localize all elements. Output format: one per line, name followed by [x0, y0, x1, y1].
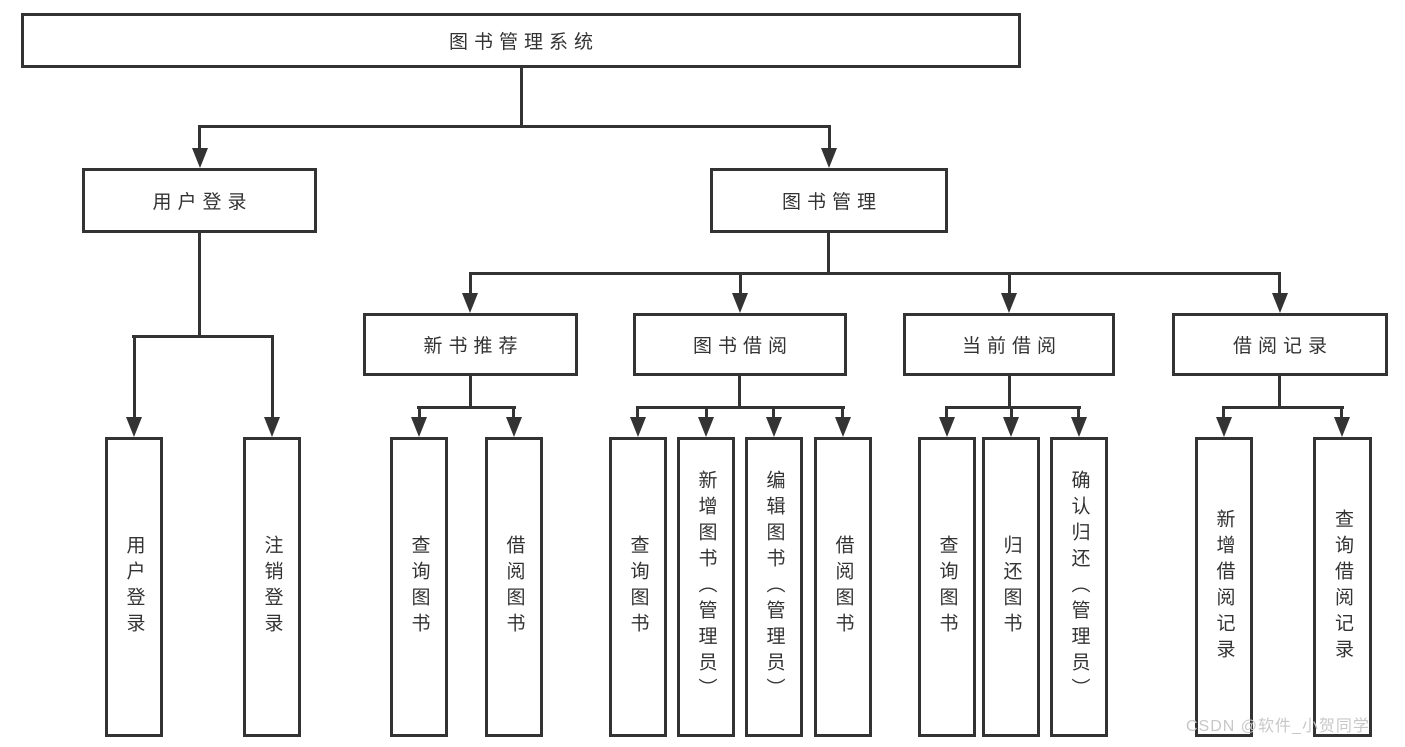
- arrowhead-icon: [821, 148, 837, 168]
- connector-line: [739, 272, 742, 297]
- arrowhead-icon: [192, 148, 208, 168]
- leaf-label: 借阅图书: [832, 535, 854, 639]
- arrowhead-icon: [1334, 417, 1350, 437]
- node-leaf-edit-books-admin: 编辑图书（管理员）: [745, 437, 803, 737]
- connector-line: [417, 406, 516, 409]
- arrowhead-icon: [411, 417, 427, 437]
- connector-line: [1340, 406, 1343, 420]
- connector-line: [636, 406, 639, 420]
- node-new-book-recommend: 新书推荐: [363, 313, 578, 376]
- arrowhead-icon: [126, 417, 142, 437]
- connector-line: [198, 233, 201, 335]
- connector-line: [469, 376, 472, 406]
- arrowhead-icon: [630, 417, 646, 437]
- node-book-borrowing: 图书借阅: [633, 313, 847, 376]
- arrowhead-icon: [462, 293, 478, 313]
- connector-line: [1010, 406, 1013, 420]
- node-leaf-return-books: 归还图书: [982, 437, 1040, 737]
- node-leaf-user-login: 用户登录: [105, 437, 163, 737]
- connector-line: [1008, 272, 1011, 297]
- node-book-management: 图书管理: [710, 168, 948, 233]
- connector-line: [520, 68, 523, 125]
- arrowhead-icon: [1272, 293, 1288, 313]
- connector-line: [827, 233, 830, 272]
- arrowhead-icon: [506, 417, 522, 437]
- arrowhead-icon: [766, 417, 782, 437]
- connector-line: [828, 125, 831, 150]
- arrowhead-icon: [835, 417, 851, 437]
- arrowhead-icon: [698, 417, 714, 437]
- leaf-label: 注销登录: [261, 535, 283, 639]
- leaf-label: 查询图书: [936, 535, 958, 639]
- node-user-login: 用户登录: [82, 168, 317, 233]
- connector-line: [1222, 406, 1344, 409]
- arrowhead-icon: [1001, 293, 1017, 313]
- connector-line: [738, 376, 741, 406]
- arrowhead-icon: [939, 417, 955, 437]
- connector-line: [198, 125, 201, 150]
- arrowhead-icon: [264, 417, 280, 437]
- node-leaf-query-books-recommend: 查询图书: [390, 437, 448, 737]
- node-current-borrowing: 当前借阅: [903, 313, 1115, 376]
- connector-line: [512, 406, 515, 420]
- arrowhead-icon: [1216, 417, 1232, 437]
- leaf-label: 新增借阅记录: [1213, 509, 1235, 665]
- connector-line: [945, 406, 1081, 409]
- leaf-label: 查询图书: [408, 535, 430, 639]
- arrowhead-icon: [1003, 417, 1019, 437]
- connector-line: [418, 406, 421, 420]
- node-leaf-confirm-return-admin: 确认归还（管理员）: [1050, 437, 1108, 737]
- connector-line: [636, 406, 845, 409]
- node-leaf-query-books-borrowing: 查询图书: [609, 437, 667, 737]
- leaf-label: 借阅图书: [503, 535, 525, 639]
- connector-line: [271, 335, 274, 419]
- node-leaf-query-borrow-record: 查询借阅记录: [1313, 437, 1372, 737]
- leaf-label: 查询图书: [627, 535, 649, 639]
- connector-line: [772, 406, 775, 420]
- connector-line: [469, 272, 472, 297]
- connector-line: [945, 406, 948, 420]
- connector-line: [132, 335, 274, 338]
- node-leaf-add-borrow-record: 新增借阅记录: [1195, 437, 1253, 737]
- node-leaf-add-books-admin: 新增图书（管理员）: [677, 437, 735, 737]
- connector-line: [133, 335, 136, 419]
- connector-line: [1278, 376, 1281, 406]
- connector-line: [198, 125, 831, 128]
- arrowhead-icon: [1071, 417, 1087, 437]
- connector-line: [1278, 272, 1281, 297]
- leaf-label: 编辑图书（管理员）: [763, 470, 785, 704]
- arrowhead-icon: [732, 293, 748, 313]
- connector-line: [1077, 406, 1080, 420]
- leaf-label: 确认归还（管理员）: [1068, 470, 1090, 704]
- leaf-label: 新增图书（管理员）: [695, 470, 717, 704]
- leaf-label: 用户登录: [123, 535, 145, 639]
- csdn-watermark: CSDN @软件_小贺同学: [1186, 718, 1370, 735]
- leaf-label: 归还图书: [1000, 535, 1022, 639]
- connector-line: [469, 272, 1281, 275]
- leaf-label: 查询借阅记录: [1332, 509, 1353, 665]
- node-leaf-logout: 注销登录: [243, 437, 301, 737]
- connector-line: [841, 406, 844, 420]
- connector-line: [705, 406, 708, 420]
- connector-line: [1008, 376, 1011, 406]
- node-borrowing-records: 借阅记录: [1172, 313, 1388, 376]
- node-root-library-system: 图书管理系统: [21, 13, 1021, 68]
- connector-line: [1222, 406, 1225, 420]
- node-leaf-query-books-current: 查询图书: [918, 437, 976, 737]
- node-leaf-borrow-books-recommend: 借阅图书: [485, 437, 543, 737]
- node-leaf-borrow-books: 借阅图书: [814, 437, 872, 737]
